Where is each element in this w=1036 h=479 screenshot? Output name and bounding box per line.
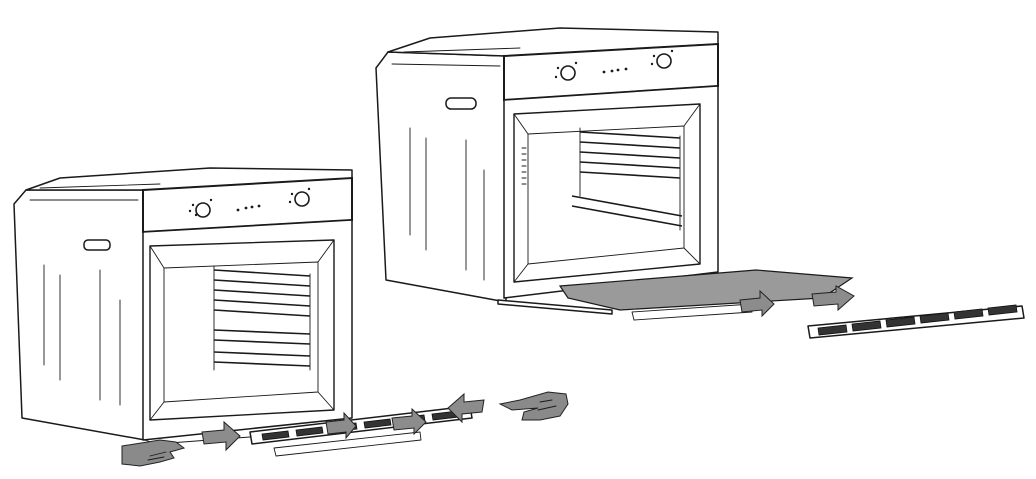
oven-right <box>375 27 719 303</box>
oven-left-front-frame <box>142 219 353 441</box>
right-arrow-icon <box>325 411 357 440</box>
right-arrow-icon <box>739 289 775 318</box>
right-arrow-icon <box>391 407 427 436</box>
hand-icon <box>498 391 569 421</box>
knob-icon <box>650 49 674 69</box>
hand-icon <box>121 439 186 467</box>
oven-right-side-vents <box>521 147 527 185</box>
knob-icon <box>188 198 213 218</box>
knob-icon <box>554 61 578 81</box>
oven-right-side-slot <box>445 97 477 110</box>
oven-left-side <box>13 189 146 441</box>
oven-right-racks <box>571 127 683 231</box>
right-arrow-icon <box>811 285 855 312</box>
indicator-lights <box>602 67 628 74</box>
oven-right-side <box>375 51 507 303</box>
oven-left <box>13 167 353 445</box>
oven-left-racks <box>213 265 311 371</box>
left-arrow-icon <box>447 392 485 424</box>
hinge-strip-right <box>807 304 1025 339</box>
oven-left-side-slot <box>83 239 111 251</box>
indicator-lights <box>236 204 261 212</box>
oven-right-front-frame <box>503 85 719 299</box>
knob-icon <box>288 187 311 207</box>
right-arrow-icon <box>201 420 241 452</box>
